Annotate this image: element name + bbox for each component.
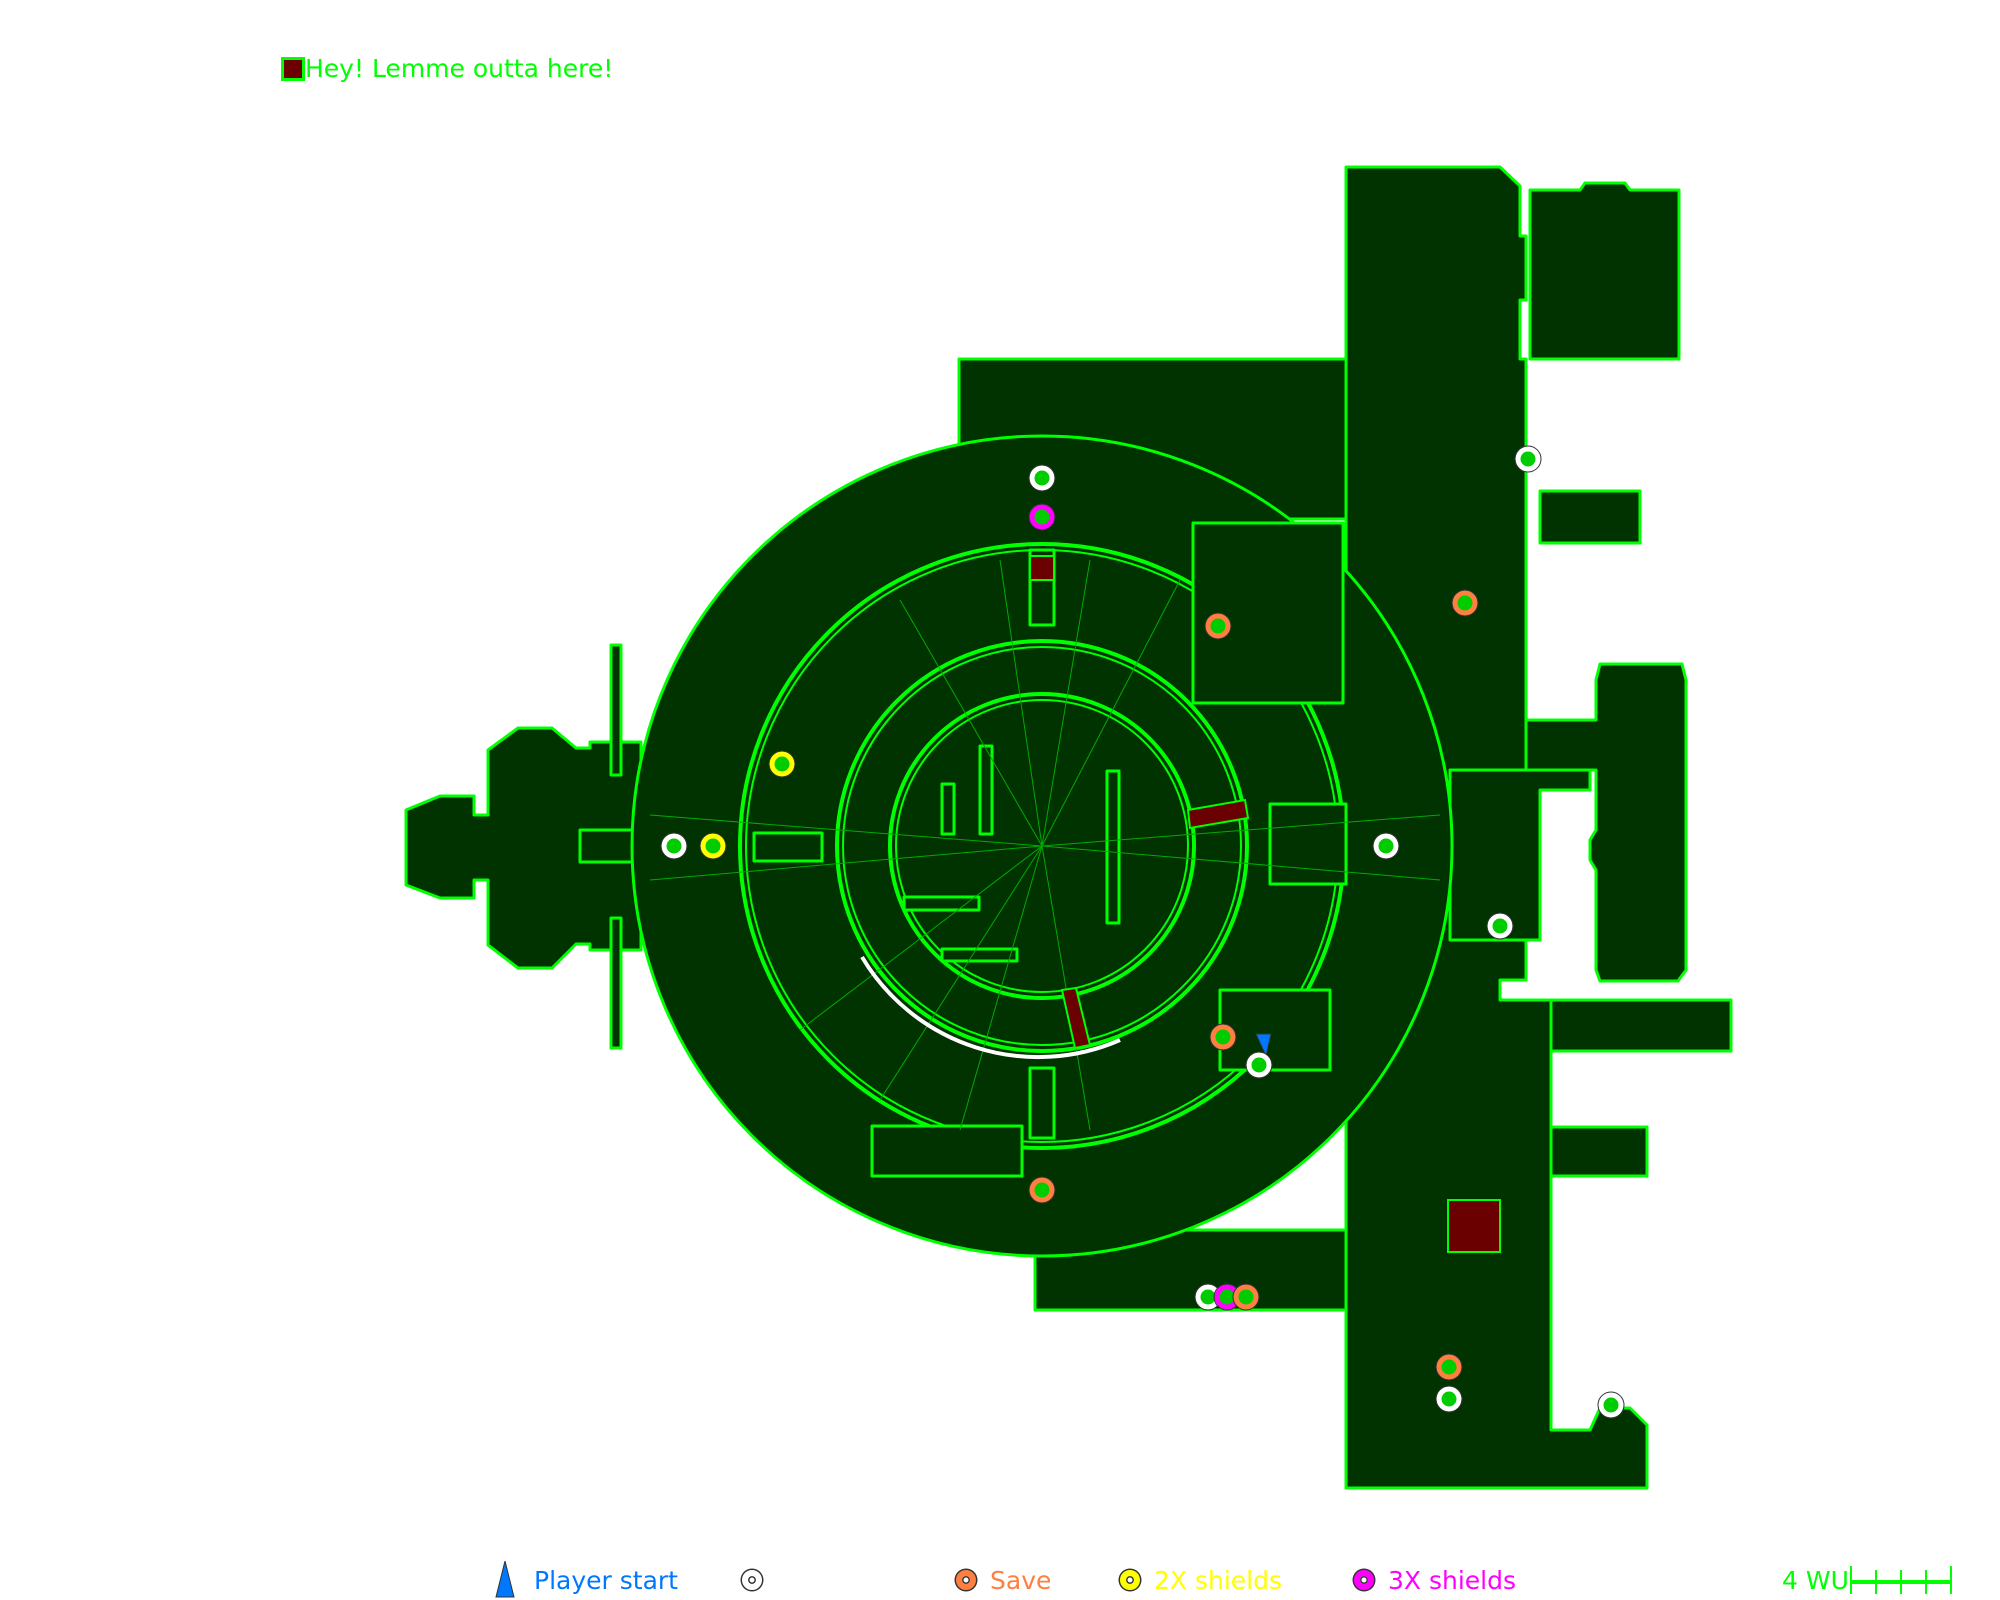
shield-3x-icon [1354,1570,1374,1590]
southwest-room [870,1124,1024,1178]
east-room-3 [1549,998,1733,1053]
core-pillar [978,744,994,836]
title-text: Hey! Lemme outta here! [305,54,614,83]
save-marker-outline [1204,612,1232,640]
legend-scale: 4 WU [1782,1562,1953,1598]
generic-marker-outline [660,832,688,860]
catwalk-arc [860,955,1121,1060]
south-passage [1028,1066,1056,1140]
east-annex [1448,768,1592,942]
generic-marker [1487,913,1513,939]
southeast-chamber [1218,988,1332,1072]
hazard-zone [1447,1199,1501,1253]
save-marker-outline [1435,1353,1463,1381]
west-gate [752,831,824,863]
northeast-room [1528,181,1681,361]
generic-marker [1373,833,1399,859]
save-marker-outline [1232,1283,1260,1311]
save-marker [1029,1177,1055,1203]
legend-save: Save [956,1562,1051,1598]
shield2x-marker [700,833,726,859]
generic-marker [1436,1386,1462,1412]
core-ledge [940,947,1019,963]
generic-marker-outline [1372,832,1400,860]
hazard-zone [1186,798,1250,830]
map-title: Hey! Lemme outta here! [281,54,613,83]
sector-lines [649,559,1441,1131]
player-start-icon [495,1561,515,1598]
generic-marker [1515,446,1541,472]
generic-marker [1246,1052,1272,1078]
item-markers [660,445,1625,1419]
legend-shield3x: 3X shields [1354,1562,1516,1598]
legend-label: 2X shields [1154,1565,1283,1595]
shield2x-marker [769,751,795,777]
shield2x-marker-outline [699,832,727,860]
shield2x-marker-outline [768,750,796,778]
core-pillar [940,782,956,836]
save-marker-outline [1028,1176,1056,1204]
legend-label: Save [990,1565,1052,1595]
legend-label: Player start [534,1565,678,1595]
hazard-zone [1060,986,1092,1050]
save-marker [1436,1354,1462,1380]
inner-ring [835,639,1249,1053]
save-marker [1452,590,1478,616]
east-room-2 [1524,662,1688,983]
save-marker-outline [1451,589,1479,617]
generic-marker-outline [1514,445,1542,473]
save-marker [1210,1024,1236,1050]
west-wing [404,726,643,970]
generic-marker-outline [1486,912,1514,940]
generic-marker [1029,465,1055,491]
generic-marker-outline [1435,1385,1463,1413]
shield-2x-icon [1120,1570,1140,1590]
legend-generic [742,1562,776,1598]
generic-marker-outline [1028,464,1056,492]
save-marker-outline [1209,1023,1237,1051]
east-room-4 [1549,1125,1649,1178]
shield3x-marker [1029,504,1055,530]
shield3x-marker-outline [1028,503,1056,531]
inner-ring-inner-edge [842,646,1242,1046]
generic-marker-outline [1597,1391,1625,1419]
core-pillar [1105,769,1121,925]
save-marker [1233,1284,1259,1310]
generic-marker [661,833,687,859]
west-antenna-bottom [609,916,623,1050]
east-room-1 [1538,489,1642,545]
scale-bar-icon [1849,1566,1952,1594]
hazard-zone [1029,555,1055,581]
legend-shield2x: 2X shields [1120,1562,1282,1598]
level-icon [281,56,305,81]
save-marker [1205,613,1231,639]
generic-marker [1598,1392,1624,1418]
legend-label: 3X shields [1388,1565,1517,1595]
core-ring [888,692,1196,1000]
core-ledge [902,895,981,912]
generic-item-icon [742,1570,762,1590]
legend: Player start Save 2X shields 3X shields … [0,1561,2000,1598]
save-icon [956,1570,976,1590]
west-antenna-top [609,643,623,777]
scale-label: 4 WU [1782,1565,1849,1595]
east-gate [1268,802,1348,886]
core-ring-inner-edge [895,699,1189,993]
generic-marker-outline [1245,1051,1273,1079]
player-start-marker [1255,1033,1272,1058]
legend-player-start: Player start [494,1561,678,1598]
